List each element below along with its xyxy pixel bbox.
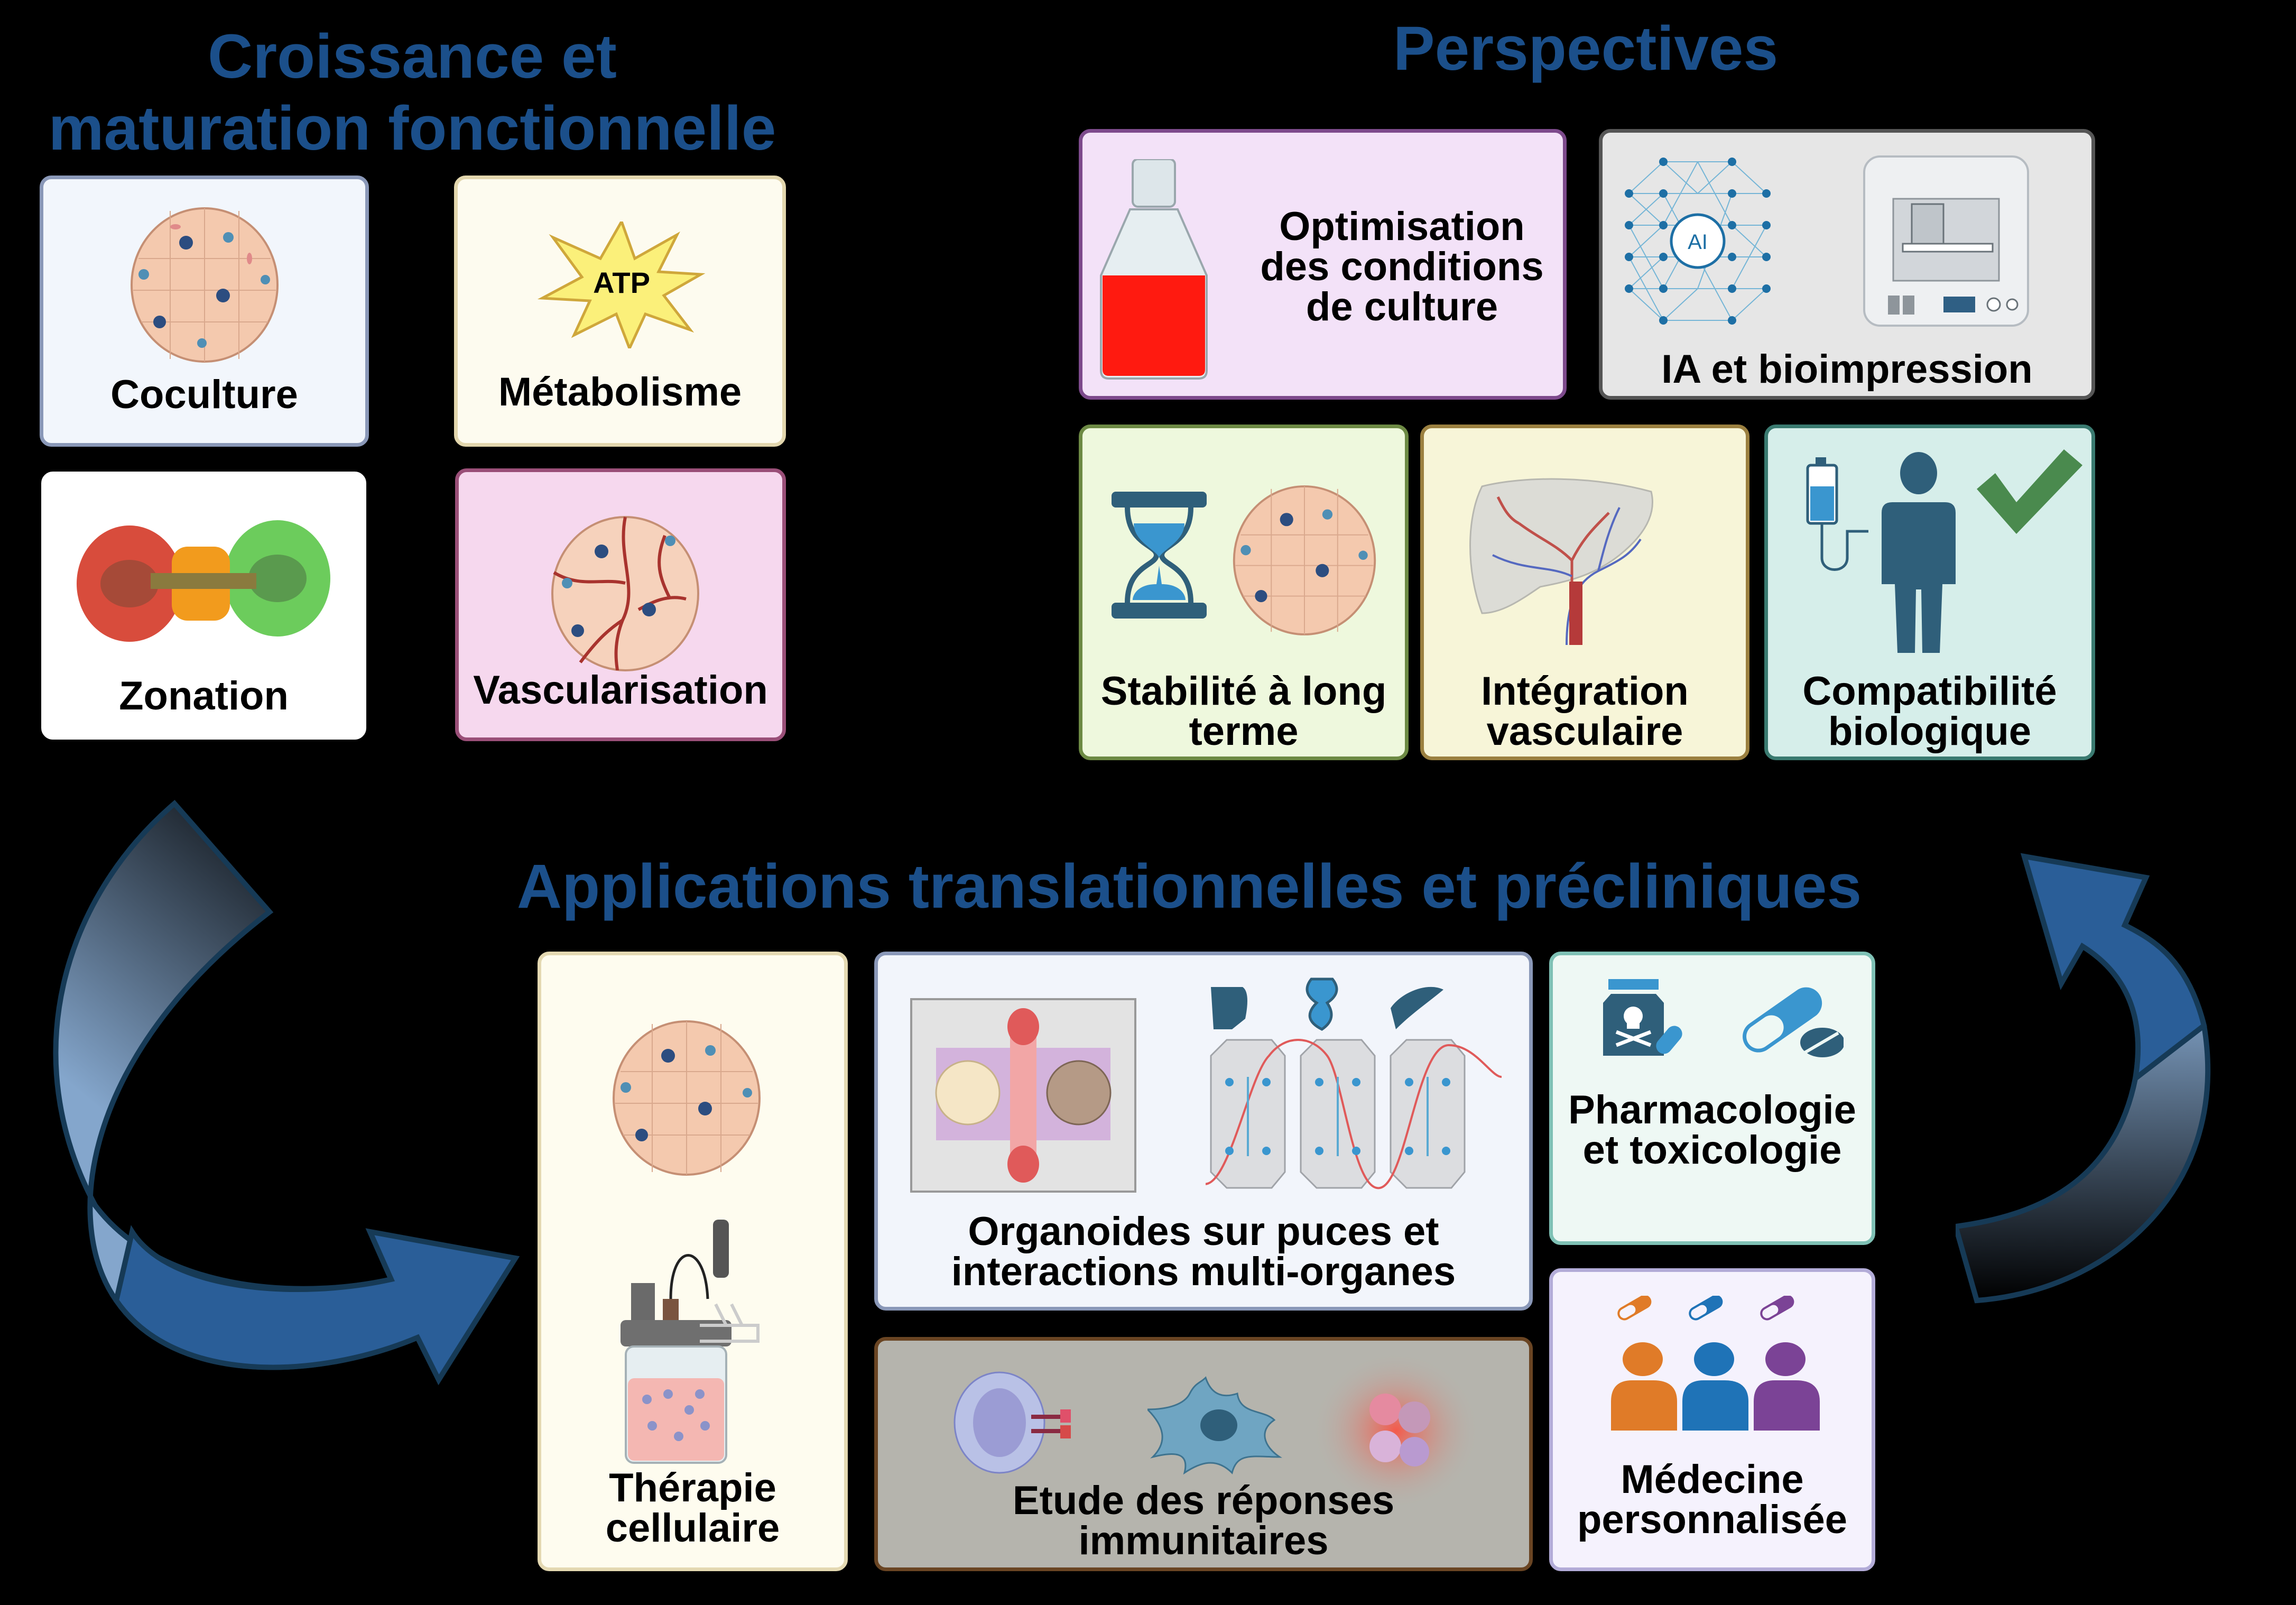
applications-section-title: Applications translationnelles et précli… — [516, 852, 1862, 921]
person-icon — [1882, 452, 1956, 653]
zonation-organoid-icon — [77, 520, 330, 642]
svg-text:AI: AI — [1688, 230, 1708, 254]
card-label: Compatibilité biologique — [1802, 669, 2057, 754]
card-label: Coculture — [110, 372, 298, 417]
card-label: Etude des réponses immunitaires — [1012, 1478, 1395, 1563]
liver-vasculature-icon — [1469, 478, 1653, 645]
card-vascularisation: Vascularisation — [455, 468, 786, 741]
card-organ-on-chip: Organoides sur puces et interactions mul… — [874, 952, 1533, 1311]
card-biocompatibility: Compatibilité biologique — [1764, 425, 2095, 760]
card-personalized-medicine: Médecine personnalisée — [1549, 1268, 1875, 1571]
card-culture-optimisation: Optimisation des conditions de culture — [1079, 129, 1567, 400]
card-zonation: Zonation — [41, 472, 366, 740]
cycle-arrow-left-icon — [53, 799, 520, 1386]
card-long-term-stability: Stabilité à long terme — [1079, 425, 1409, 760]
perspectives-section-title: Perspectives — [1393, 14, 1779, 84]
growth-section-title: Croissance et maturation fonctionnelle — [48, 22, 776, 163]
bioprinter-icon — [1863, 155, 2029, 327]
card-label: Médecine personnalisée — [1577, 1457, 1848, 1542]
capsule-pill-icon — [1743, 987, 1844, 1057]
cycle-arrow-right-icon — [1956, 853, 2211, 1304]
card-label: Intégration vasculaire — [1481, 669, 1689, 754]
card-cell-therapy: Thérapie cellulaire — [538, 952, 848, 1571]
card-label: Organoides sur puces et interactions mul… — [951, 1209, 1456, 1294]
card-label: IA et bioimpression — [1661, 347, 2033, 392]
culture-flask-icon — [1100, 159, 1208, 380]
card-label: Pharmacologie et toxicologie — [1568, 1087, 1856, 1173]
poison-bottle-icon — [1603, 979, 1682, 1056]
vascularized-organoid-icon — [551, 516, 699, 671]
card-label: Zonation — [119, 674, 289, 718]
card-coculture: Coculture — [40, 176, 369, 447]
patients-pills-icon — [1611, 1296, 1820, 1431]
organoid-icon — [1233, 485, 1376, 635]
dendritic-cell-icon — [1147, 1376, 1282, 1475]
t-cell-icon — [953, 1371, 1071, 1474]
checkmark-icon — [1977, 449, 2082, 534]
neural-network-icon: AI — [1625, 158, 1771, 325]
card-pharmacology-toxicology: Pharmacologie et toxicologie — [1549, 952, 1875, 1245]
organoid-icon — [613, 1020, 761, 1176]
organoid-icon — [131, 207, 279, 363]
card-label: Métabolisme — [498, 370, 742, 414]
card-label: Thérapie cellulaire — [605, 1465, 780, 1551]
atp-burst-icon: ATP — [537, 222, 706, 348]
card-vascular-integration: Intégration vasculaire — [1420, 425, 1749, 760]
card-label: Vascularisation — [473, 668, 768, 713]
multi-organ-chip-icon — [1206, 977, 1502, 1189]
card-ai-bioprinting: AI IA et bioimpression — [1599, 129, 2095, 400]
card-immune-responses: Etude des réponses immunitaires — [874, 1337, 1533, 1571]
hourglass-icon — [1112, 492, 1207, 619]
inflammation-cells-icon — [1311, 1351, 1480, 1510]
iv-bag-icon — [1806, 457, 1868, 571]
card-metabolism: ATP Métabolisme — [454, 176, 786, 447]
card-label: Stabilité à long terme — [1100, 669, 1387, 754]
organ-chip-icon — [910, 998, 1136, 1193]
svg-text:ATP: ATP — [593, 266, 650, 299]
bioreactor-icon — [621, 1220, 760, 1464]
card-label: Optimisation des conditions de culture — [1260, 204, 1544, 329]
